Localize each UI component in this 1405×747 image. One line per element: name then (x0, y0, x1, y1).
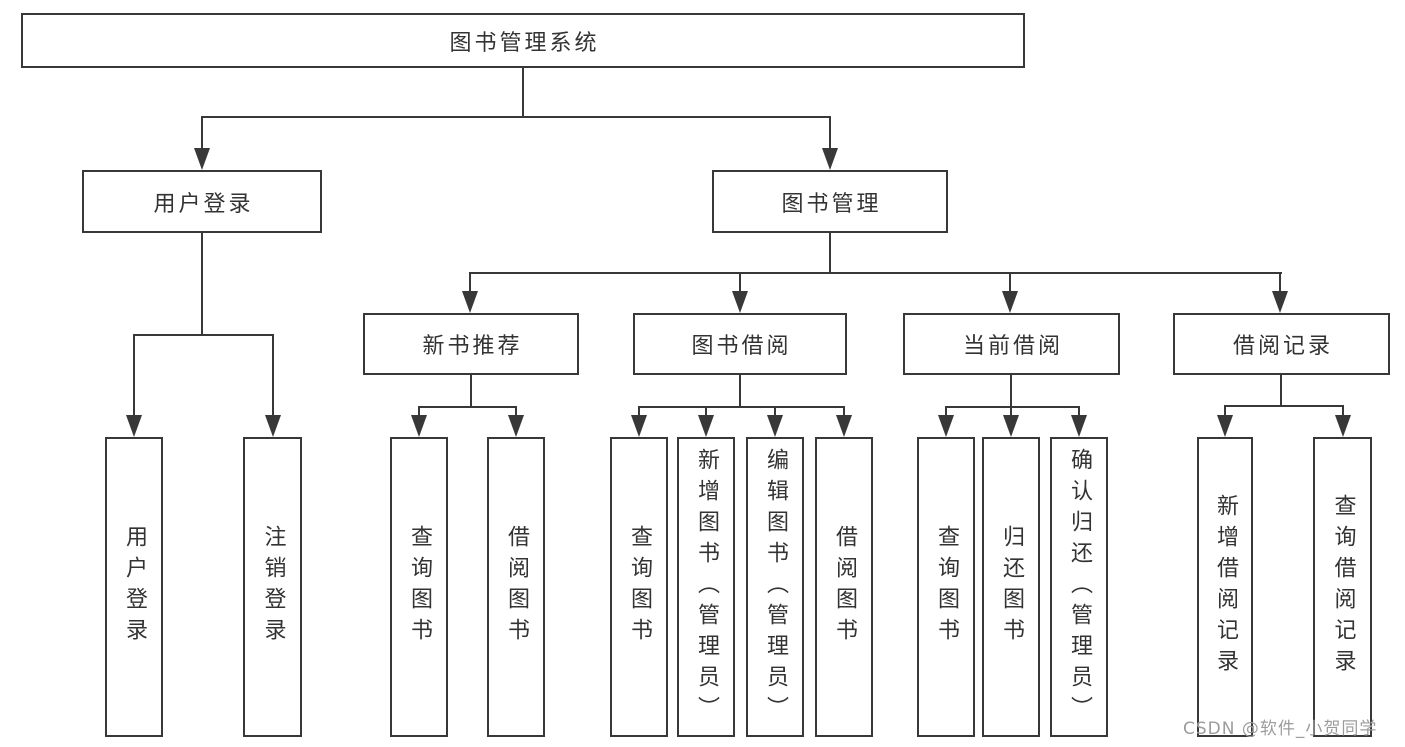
arrow-down-icon (822, 148, 838, 170)
connector-drop-leaf (843, 407, 845, 417)
leaf-label: 查询图书 (934, 525, 959, 649)
connector-drop-leaf (638, 407, 640, 417)
arrow-down-icon (1002, 291, 1018, 313)
connector-root-stem (522, 68, 524, 118)
connector-user-login-bar (133, 334, 274, 336)
leaf-add-book-admin: 新增图书（管理员） (677, 437, 735, 737)
arrow-down-icon (462, 291, 478, 313)
leaf-label: 新增借阅记录 (1213, 494, 1238, 680)
arrow-down-icon (1272, 291, 1288, 313)
arrow-down-icon (631, 415, 647, 437)
connector-drop-leaf (945, 407, 947, 417)
arrow-down-icon (767, 415, 783, 437)
connector-book-borrow-bar (638, 406, 845, 408)
connector-drop-current-borrow (1009, 273, 1011, 293)
connector-book-management-stem (829, 233, 831, 274)
connector-drop-leaf (705, 407, 707, 417)
leaf-label: 借阅图书 (504, 525, 529, 649)
connector-level2-bar (201, 116, 831, 118)
connector-drop-leaf (272, 335, 274, 417)
leaf-borrow-books: 借阅图书 (815, 437, 873, 737)
arrow-down-icon (938, 415, 954, 437)
leaf-label: 新增图书（管理员） (694, 447, 719, 727)
leaf-label: 注销登录 (260, 525, 286, 649)
leaf-label: 查询图书 (627, 525, 652, 649)
connector-borrow-records-stem (1280, 374, 1282, 407)
leaf-confirm-return-admin: 确认归还（管理员） (1050, 437, 1108, 737)
connector-level3-bar (469, 272, 1282, 274)
connector-drop-book-management (829, 117, 831, 150)
arrow-down-icon (732, 291, 748, 313)
connector-drop-leaf (515, 407, 517, 417)
connector-new-book-stem (470, 375, 472, 408)
connector-current-borrow-bar (945, 406, 1080, 408)
arrow-down-icon (126, 415, 142, 437)
connector-new-book-bar (418, 406, 517, 408)
connector-drop-leaf (774, 407, 776, 417)
connector-book-borrow-stem (739, 375, 741, 408)
leaf-query-books-current: 查询图书 (917, 437, 975, 737)
node-borrow-records: 借阅记录 (1173, 313, 1390, 375)
leaf-borrow-books-recommend: 借阅图书 (487, 437, 545, 737)
arrow-down-icon (1217, 415, 1233, 437)
connector-drop-leaf (1342, 406, 1344, 417)
arrow-down-icon (194, 148, 210, 170)
leaf-logout: 注销登录 (243, 437, 302, 737)
arrow-down-icon (265, 415, 281, 437)
leaf-label: 归还图书 (999, 525, 1024, 649)
leaf-label: 确认归还（管理员） (1067, 447, 1092, 727)
watermark: CSDN @软件_小贺同学 (1183, 719, 1378, 739)
connector-drop-leaf (1010, 407, 1012, 417)
leaf-label: 编辑图书（管理员） (763, 447, 788, 727)
node-book-borrow: 图书借阅 (633, 313, 847, 375)
leaf-query-books-borrow: 查询图书 (610, 437, 668, 737)
connector-drop-new-book (469, 273, 471, 293)
leaf-add-borrow-record: 新增借阅记录 (1197, 437, 1253, 737)
arrow-down-icon (1335, 415, 1351, 437)
arrow-down-icon (1003, 415, 1019, 437)
arrow-down-icon (508, 415, 524, 437)
connector-user-login-stem (201, 233, 203, 336)
connector-current-borrow-stem (1010, 375, 1012, 408)
connector-drop-borrow-records (1279, 273, 1281, 293)
node-current-borrow: 当前借阅 (903, 313, 1120, 375)
connector-drop-user-login (201, 117, 203, 150)
leaf-label: 用户登录 (122, 525, 147, 649)
connector-borrow-records-bar (1224, 405, 1344, 407)
connector-drop-leaf (418, 407, 420, 417)
leaf-label: 查询借阅记录 (1330, 494, 1356, 680)
arrow-down-icon (698, 415, 714, 437)
node-new-book-recommend: 新书推荐 (363, 313, 579, 375)
node-root: 图书管理系统 (21, 13, 1025, 68)
arrow-down-icon (411, 415, 427, 437)
arrow-down-icon (836, 415, 852, 437)
arrow-down-icon (1071, 415, 1087, 437)
connector-drop-book-borrow (739, 273, 741, 293)
leaf-label: 借阅图书 (832, 525, 857, 649)
leaf-edit-book-admin: 编辑图书（管理员） (746, 437, 804, 737)
leaf-query-borrow-record: 查询借阅记录 (1313, 437, 1372, 737)
node-user-login: 用户登录 (82, 170, 322, 233)
connector-drop-leaf (1224, 406, 1226, 417)
leaf-query-books-recommend: 查询图书 (390, 437, 448, 737)
connector-drop-leaf (133, 335, 135, 417)
leaf-return-books: 归还图书 (982, 437, 1040, 737)
connector-drop-leaf (1078, 407, 1080, 417)
leaf-user-login: 用户登录 (105, 437, 163, 737)
leaf-label: 查询图书 (407, 525, 432, 649)
node-book-management: 图书管理 (712, 170, 948, 233)
